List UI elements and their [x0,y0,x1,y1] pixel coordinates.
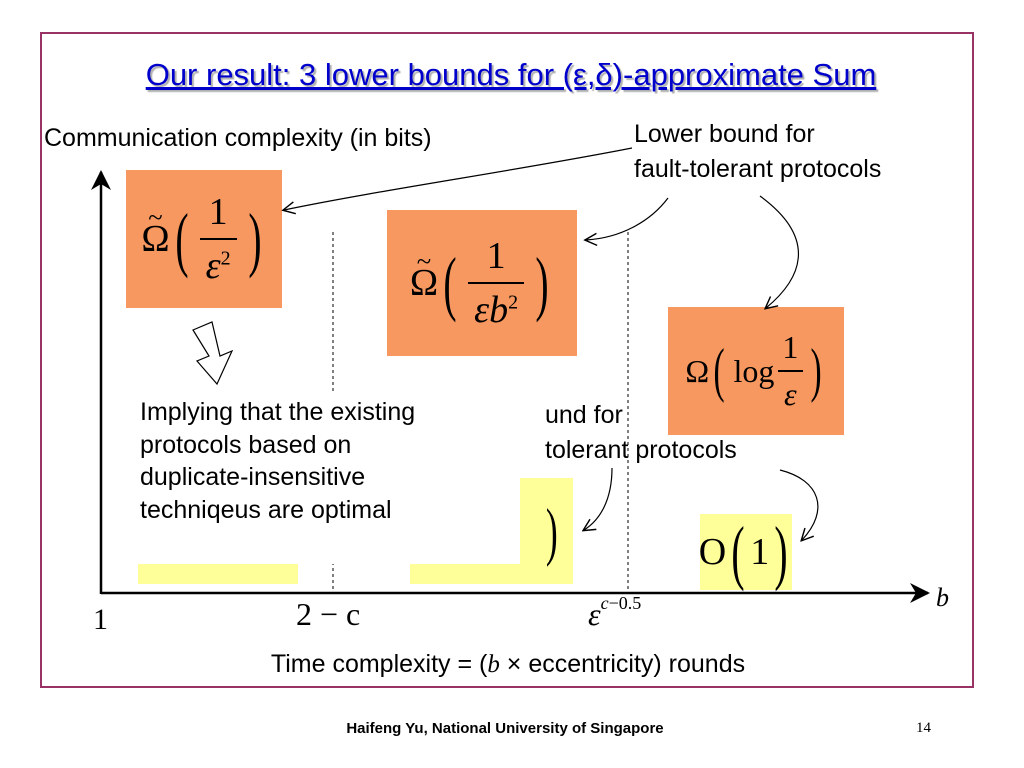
bound-denominator: ε [778,370,803,413]
arrow-to-nft-region3 [779,469,819,540]
x-tick-two-minus-c: 2 − c [296,596,361,632]
footer-author: Haifeng Yu, National University of Singa… [346,720,664,737]
x-tick-one: 1 [93,603,108,636]
arrow-to-ft-region2 [586,197,669,240]
callout-fault-tolerant: Lower bound for fault-tolerant protocols [634,117,881,187]
tilde-mark: ~ [148,202,163,233]
y-axis-label: Communication complexity (in bits) [44,124,432,152]
arrow-to-ft-region1 [284,147,633,210]
callout-line: Lower bound for [634,120,815,148]
bound-numerator: 1 [782,329,799,365]
bound-arg: 1 [750,531,770,573]
x-label-prefix: Time complexity = ( [270,650,488,678]
x-axis-symbol: b [936,583,949,612]
x-label-suffix: × eccentricity) rounds [499,650,746,678]
slide-frame [40,32,974,688]
bound-exponent: 2 [508,291,519,314]
tick-eps-exp-var: c [600,593,609,614]
nft-bound-region3: O(1) [698,514,792,590]
x-axis-label: Time complexity = (b × eccentricity) rou… [0,650,1016,679]
arrow-to-ft-region3 [759,195,800,308]
x-label-var: b [487,651,500,678]
bound-exponent: 2 [220,247,231,270]
tick-eps-base: ε [588,596,601,632]
arrow-to-nft-region2 [584,467,613,530]
note-line: Implying that the existing [140,398,416,426]
bound-func: log [733,352,775,389]
bound-numerator: 1 [486,235,506,277]
bound-numerator: 1 [208,191,228,233]
tilde-mark: ~ [416,246,432,277]
note-line: protocols based on [140,430,352,459]
bound-denominator: ε [205,245,221,287]
note-line: techniqeus are optimal [140,495,392,524]
note-line: duplicate-insensitive [140,463,366,491]
bound-op: Ω [685,352,710,389]
implying-note: Implying that the existing protocols bas… [136,392,520,564]
callout-line: tolerant protocols [545,436,737,464]
callout-line: und for [545,401,623,429]
bound-op: O [698,531,727,573]
bound-op: Ω [409,262,439,304]
page-number: 14 [916,720,931,736]
slide-title: Our result: 3 lower bounds for (ε,δ)-app… [145,57,877,92]
implies-arrow [192,321,234,386]
x-tick-eps-power: εc−0.5 [588,593,642,633]
tick-eps-exp-rest: −0.5 [608,593,642,614]
callout-line: fault-tolerant protocols [634,155,882,183]
bound-op: Ω [141,218,170,260]
bound-denominator: εb [474,289,509,331]
callout-non-fault-tolerant: und for tolerant protocols [545,398,737,468]
